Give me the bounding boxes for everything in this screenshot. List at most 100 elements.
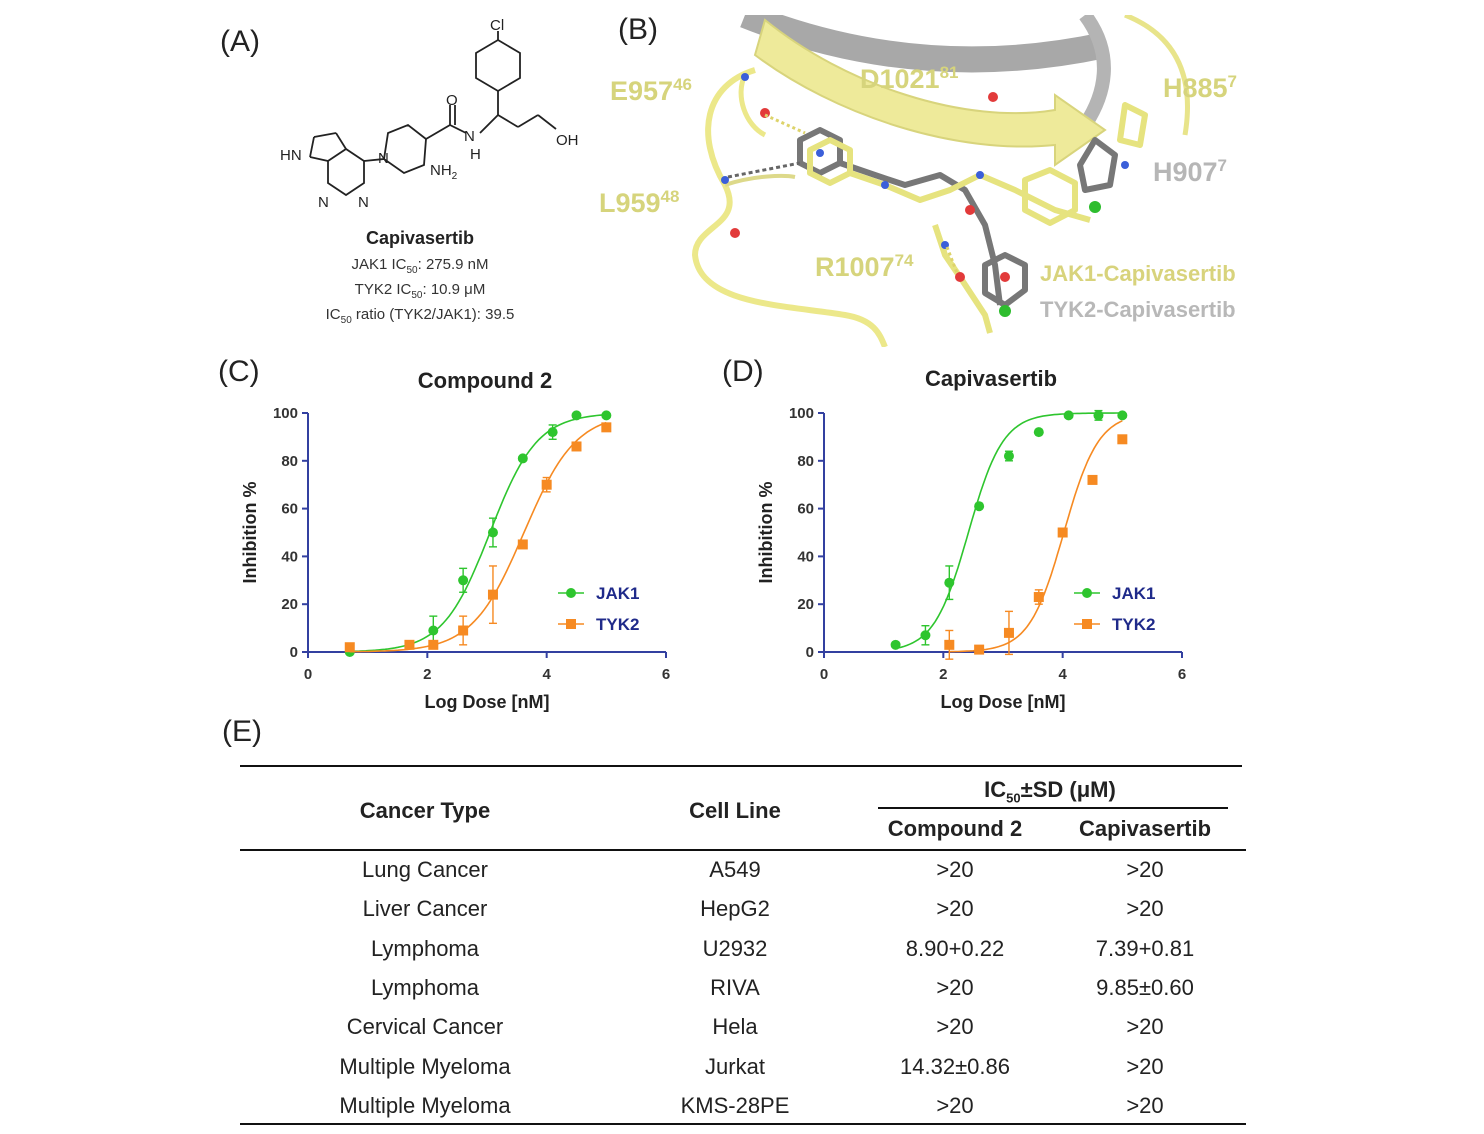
data-point-tyk2 xyxy=(487,589,498,600)
cell-compound-2: >20 xyxy=(936,1092,974,1118)
data-point-jak1 xyxy=(1093,410,1104,421)
residue-l959: L95948 xyxy=(599,187,680,218)
data-point-tyk2 xyxy=(344,642,355,653)
tyk2-ic50-line: TYK2 IC50: 10.9 μM xyxy=(354,281,486,301)
data-point-tyk2 xyxy=(601,422,612,433)
cell-capivasertib: >20 xyxy=(1126,896,1164,922)
panel-label-e: (E) xyxy=(222,715,262,748)
legend-label-jak1: JAK1 xyxy=(1112,584,1155,603)
fit-curve-tyk2 xyxy=(349,421,607,653)
cell-capivasertib: >20 xyxy=(1126,1092,1164,1118)
compound-name: Capivasertib xyxy=(365,228,475,248)
atom-n-piperidine: N xyxy=(378,150,389,167)
y-tick-label: 0 xyxy=(290,644,298,661)
ic50-subheader-rule xyxy=(878,807,1228,809)
residue-e957: E95746 xyxy=(610,75,692,106)
jak1-ic50-line: JAK1 IC50: 275.9 nM xyxy=(351,256,489,276)
cell-cancer-type: Multiple Myeloma xyxy=(339,1092,511,1118)
chart-c-title: Compound 2 xyxy=(417,368,553,393)
atom-hn: HN xyxy=(280,147,302,164)
data-point-tyk2 xyxy=(974,644,985,655)
atom-n-left: N xyxy=(318,194,329,211)
x-tick-label: 4 xyxy=(542,666,551,683)
x-tick-label: 4 xyxy=(1058,666,1067,683)
cell-cancer-type: Liver Cancer xyxy=(362,896,488,922)
header-cell-line: Cell Line xyxy=(689,798,781,823)
cell-cancer-type: Multiple Myeloma xyxy=(339,1053,511,1079)
residue-h907: H9077 xyxy=(1153,156,1228,187)
legend-marker xyxy=(566,588,576,598)
cell-compound-2: >20 xyxy=(936,974,974,1000)
fit-curve-jak1 xyxy=(895,412,1123,650)
cell-cell-line: RIVA xyxy=(710,974,760,1000)
data-point-jak1 xyxy=(1003,451,1014,462)
data-point-jak1 xyxy=(601,410,612,421)
chart-d-title: Capivasertib xyxy=(924,366,1058,391)
legend-tyk2-capivasertib: TYK2-Capivasertib xyxy=(1040,297,1236,322)
data-point-tyk2 xyxy=(517,539,528,550)
panel-label-a: (A) xyxy=(220,25,260,58)
atom-cl: Cl xyxy=(490,17,504,34)
residue-d1021: D102181 xyxy=(860,63,959,94)
cell-capivasertib: >20 xyxy=(1126,1053,1164,1079)
x-tick-label: 0 xyxy=(820,666,828,683)
x-tick-label: 0 xyxy=(304,666,312,683)
data-point-tyk2 xyxy=(458,625,469,636)
legend-jak1-capivasertib: JAK1-Capivasertib xyxy=(1040,261,1236,286)
atom-o: O xyxy=(446,92,458,109)
atom-oh: OH xyxy=(556,132,579,149)
cell-capivasertib: 9.85±0.60 xyxy=(1096,974,1194,1000)
y-tick-label: 60 xyxy=(281,501,298,518)
x-tick-label: 2 xyxy=(939,666,947,683)
residue-r1007: R100774 xyxy=(815,251,914,282)
cell-cancer-type: Cervical Cancer xyxy=(346,1014,504,1040)
cell-capivasertib: 7.39+0.81 xyxy=(1095,935,1195,961)
y-tick-label: 100 xyxy=(273,405,298,422)
fit-curve-jak1 xyxy=(349,413,607,653)
docking-render xyxy=(691,15,1190,347)
panel-label-b: (B) xyxy=(618,13,658,46)
y-axis-label: Inhibition % xyxy=(240,482,260,584)
data-point-tyk2 xyxy=(1003,627,1014,638)
cell-compound-2: 8.90+0.22 xyxy=(905,935,1005,961)
data-point-tyk2 xyxy=(428,639,439,650)
cell-compound-2: 14.32±0.86 xyxy=(900,1053,1010,1079)
legend-label-tyk2: TYK2 xyxy=(1112,615,1155,634)
data-point-jak1 xyxy=(890,639,901,650)
table-bottom-rule xyxy=(240,1123,1246,1125)
y-axis-label: Inhibition % xyxy=(756,482,776,584)
x-tick-label: 6 xyxy=(662,666,670,683)
y-tick-label: 80 xyxy=(797,453,814,470)
data-point-tyk2 xyxy=(404,639,415,650)
legend-label-jak1: JAK1 xyxy=(596,584,639,603)
data-point-jak1 xyxy=(920,630,931,641)
cell-compound-2: >20 xyxy=(936,857,974,882)
cell-cancer-type: Lymphoma xyxy=(370,974,479,1000)
y-tick-label: 40 xyxy=(797,548,814,565)
data-point-tyk2 xyxy=(1087,474,1098,485)
cell-cell-line: HepG2 xyxy=(700,896,770,922)
y-tick-label: 40 xyxy=(281,548,298,565)
table-header-rule xyxy=(240,849,1246,851)
header-cancer-type: Cancer Type xyxy=(359,798,491,823)
y-tick-label: 60 xyxy=(797,501,814,518)
panel-label-d: (D) xyxy=(722,355,764,388)
data-point-jak1 xyxy=(1063,410,1074,421)
y-tick-label: 80 xyxy=(281,453,298,470)
header-ic50: IC50±SD (μM) xyxy=(984,777,1116,806)
atom-n-right: N xyxy=(358,194,369,211)
data-point-jak1 xyxy=(458,575,469,586)
data-point-tyk2 xyxy=(1057,527,1068,538)
y-tick-label: 0 xyxy=(806,644,814,661)
cell-cancer-type: Lymphoma xyxy=(370,935,479,961)
legend-label-tyk2: TYK2 xyxy=(596,615,639,634)
data-point-jak1 xyxy=(428,625,439,636)
header-compound-2: Compound 2 xyxy=(887,816,1023,841)
y-tick-label: 100 xyxy=(789,405,814,422)
ic50-table: Cancer Type Cell Line IC50±SD (μM) Compo… xyxy=(240,765,1246,1130)
cell-cell-line: U2932 xyxy=(702,935,768,961)
cell-capivasertib: >20 xyxy=(1126,857,1164,882)
data-point-jak1 xyxy=(571,410,582,421)
y-tick-label: 20 xyxy=(797,596,814,613)
